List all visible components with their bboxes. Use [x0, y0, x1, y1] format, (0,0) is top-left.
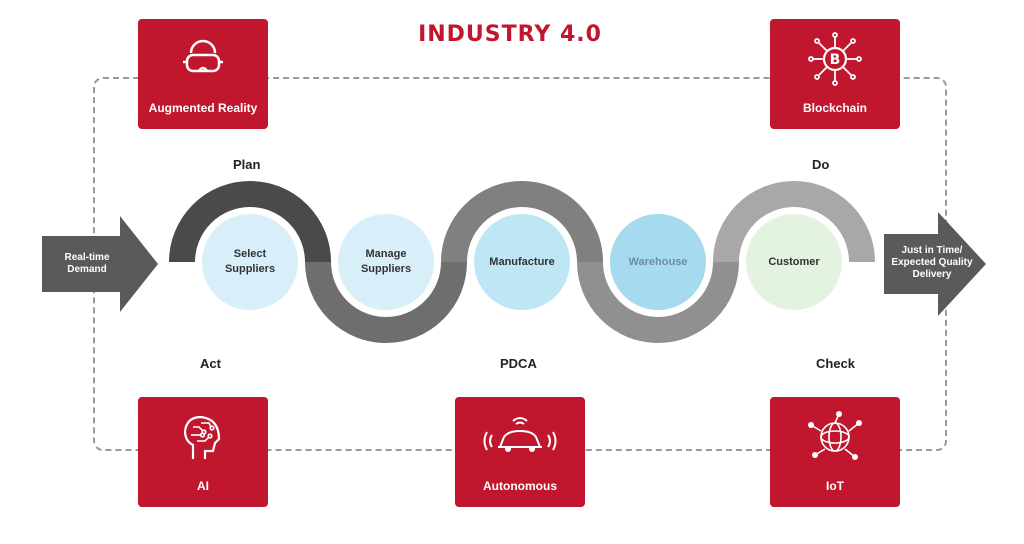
wave-segment-2 — [305, 261, 467, 343]
wave-segment-3 — [441, 181, 603, 263]
wave-segment-5 — [713, 181, 875, 263]
wave-segment-4 — [577, 261, 739, 343]
wave-segment-1 — [169, 181, 331, 263]
tech-label: Blockchain — [802, 101, 868, 115]
network-globe-icon — [770, 409, 900, 465]
output-arrow-label: Just in Time/ Expected Quality Delivery — [891, 245, 973, 280]
brain-circuit-icon — [138, 409, 268, 465]
tech-label: Augmented Reality — [148, 101, 258, 115]
tech-label: Autonomous — [483, 479, 557, 493]
tech-iot: IoT — [770, 397, 900, 507]
tech-autonomous: Autonomous — [455, 397, 585, 507]
tech-blockchain: B Blockchain — [770, 19, 900, 129]
output-arrow — [884, 212, 986, 316]
phase-pdca: PDCA — [500, 356, 537, 371]
step-manufacture: Manufacture — [474, 214, 570, 310]
phase-check: Check — [816, 356, 856, 371]
phase-act: Act — [200, 356, 221, 371]
tech-label: IoT — [826, 479, 844, 493]
bitcoin-network-icon: B — [770, 31, 900, 87]
input-arrow — [42, 216, 158, 312]
step-customer: Customer — [746, 214, 842, 310]
tech-augmented-reality: Augmented Reality — [138, 19, 268, 129]
page-title: INDUSTRY 4.0 — [418, 22, 602, 47]
step-warehouse: Warehouse — [610, 214, 706, 310]
tech-ai: AI — [138, 397, 268, 507]
vr-headset-icon — [138, 31, 268, 87]
phase-plan: Plan — [233, 157, 261, 172]
phase-do: Do — [812, 157, 830, 172]
svg-text:B: B — [830, 52, 841, 68]
tech-label: AI — [197, 479, 209, 493]
autonomous-car-icon — [455, 409, 585, 465]
input-arrow-label: Real-time Demand — [64, 252, 110, 275]
